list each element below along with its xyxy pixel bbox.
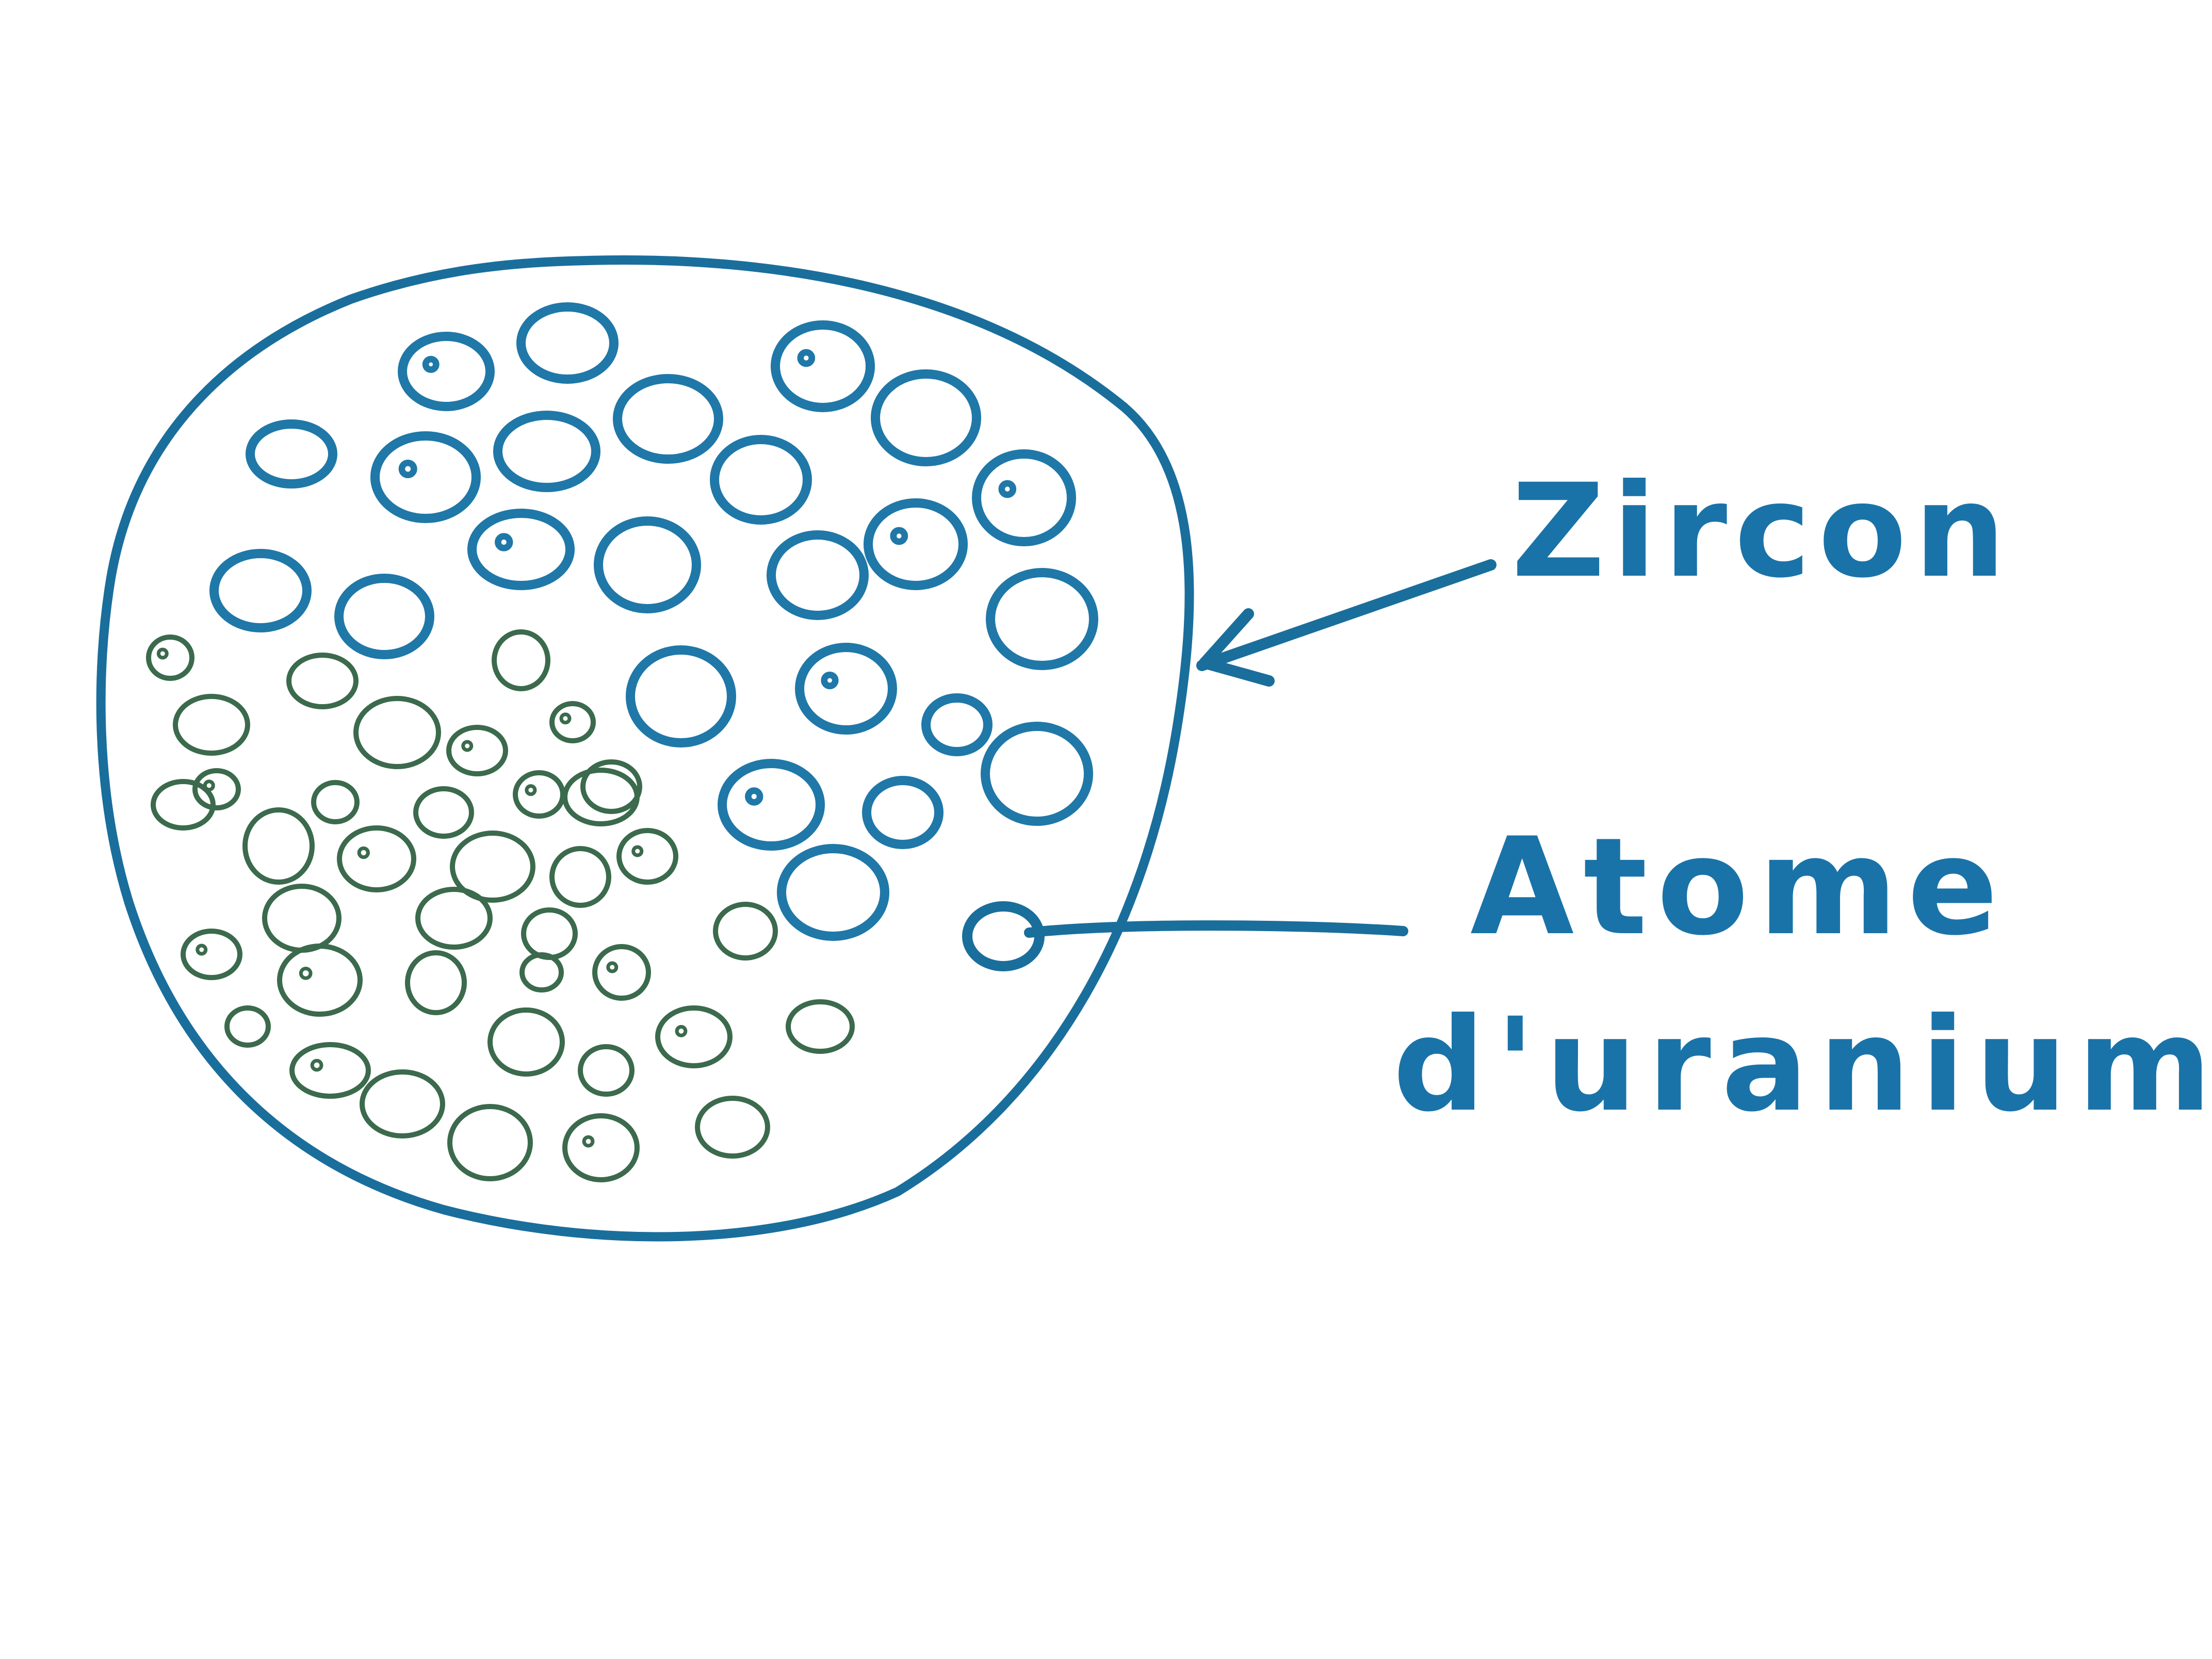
decayed-atom [242,807,315,885]
atom-nucleus-mark [299,966,313,980]
zircon-atom [209,549,312,632]
zircon-atoms-group [209,302,1098,941]
zircon-atom [370,431,481,523]
decayed-atom [713,902,778,961]
decayed-atom [446,725,508,776]
decayed-atom [405,950,467,1015]
decayed-atom [450,831,535,903]
decayed-atom [311,780,360,824]
zircon-atom [334,574,434,659]
atom-nucleus-mark [890,527,908,545]
atom-nucleus-mark [745,787,763,806]
atom-nucleus-mark [606,961,619,973]
atom-nucleus-mark [196,944,208,956]
zircon-atom [986,568,1098,670]
zircon-atom [246,419,337,489]
zircon-atom [981,722,1093,826]
zircon-atom [864,498,968,590]
decayed-atom [146,635,194,681]
zircon-atom [871,369,981,466]
zircon-atom [972,449,1076,546]
decayed-atom [173,694,250,756]
decayed-atom [192,768,241,810]
decayed-atom [578,1044,635,1097]
decayed-atom [549,846,611,908]
decayed-atom [353,696,441,769]
decayed-atom [151,779,216,831]
decayed-atom [562,1113,640,1182]
atom-nucleus-mark [559,712,572,725]
atom-nucleus-mark [398,459,417,479]
decayed-atom [286,653,359,709]
zircon-atom [516,302,619,384]
decayed-atom [616,828,678,885]
decayed-atom [562,768,640,826]
zircon-atom [594,516,701,613]
decayed-atom [289,1042,371,1099]
zircon-atom [771,320,875,412]
zircon-arrow [1196,559,1497,687]
zircon-atom [862,776,944,849]
uranium-pointer-line [1024,920,1408,938]
decayed-atom [549,701,596,743]
atom-nucleus-mark [461,740,474,752]
decayed-atom [360,1069,445,1138]
atom-nucleus-mark [156,647,169,660]
atom-nucleus-mark [495,533,513,551]
zircon-atom [626,645,736,747]
zircon-arrow-shaft [1196,559,1497,671]
zircon-atom [718,759,825,851]
zircon-label: Zircon [1511,456,2013,606]
atom-nucleus-mark [582,1135,595,1148]
decayed-atom [262,884,341,953]
atom-nucleus-mark [797,349,816,367]
atom-nucleus-mark [422,355,440,373]
zircon-atom [767,530,869,620]
zircon-arrow-head [1199,608,1275,687]
zircon-crystal-outline [96,255,1194,1242]
decayed-atom [447,1104,533,1181]
uranium-atom-label-line2: d'uranium [1393,990,2212,1140]
decayed-atom [277,944,363,1017]
decayed-atom [415,887,493,950]
decayed-atom [224,1005,271,1048]
decayed-atom [337,825,416,892]
decayed-atom [487,1007,565,1077]
zircon-atom [613,374,723,464]
decayed-atom [521,907,578,960]
atom-nucleus-mark [631,845,644,857]
decayed-atom [592,944,651,1001]
zircon-atom [710,435,812,525]
zircon-atom [777,844,889,941]
decayed-atom [786,999,855,1054]
decayed-atom [519,952,564,993]
uranium-pointer [962,901,1408,971]
zircon-atom [398,332,495,411]
decayed-atom [413,786,474,839]
decayed-atom [513,770,565,819]
decayed-atom [655,1005,733,1068]
atom-nucleus-mark [310,1059,323,1072]
atom-nucleus-mark [821,671,839,690]
atom-nucleus-mark [675,1024,688,1037]
decayed-atoms-group [146,629,855,1182]
atom-nucleus-mark [203,779,215,792]
zircon-atom [467,509,575,590]
decayed-atom [580,759,642,814]
atom-nucleus-mark [525,784,537,796]
zircon-atom [795,643,897,735]
zircon-atom [493,411,600,492]
uranium-atom-label-line1: Atome [1470,809,2008,965]
atom-nucleus-mark [357,846,370,859]
atom-nucleus-mark [998,480,1017,498]
decayed-atom [492,629,550,691]
zircon-atom [921,693,993,756]
decayed-atom [181,929,242,980]
decayed-atom [695,1096,770,1159]
